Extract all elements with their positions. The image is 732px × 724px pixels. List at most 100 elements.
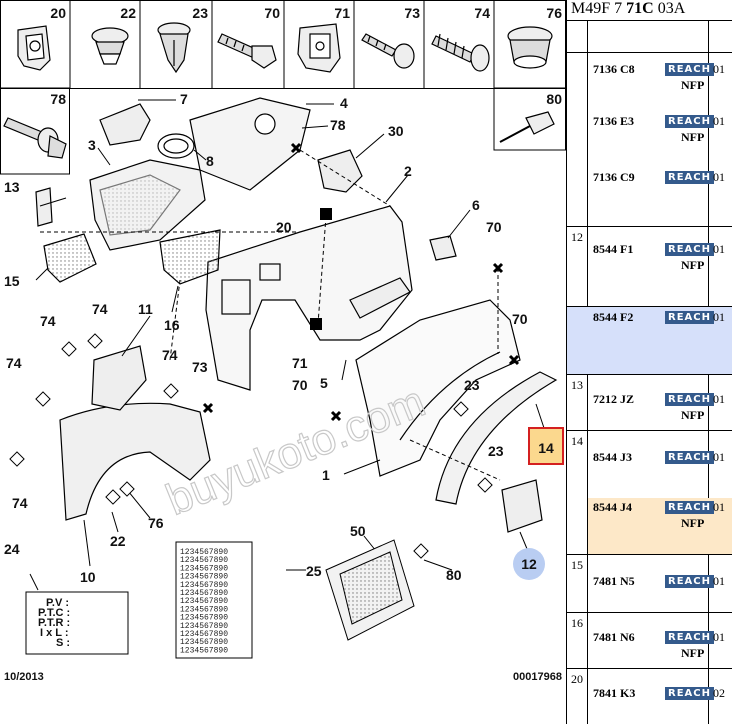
- callout-5: 5: [320, 375, 328, 391]
- part-reference[interactable]: 7212 JZ: [593, 392, 635, 406]
- callout-74-a: 74: [92, 301, 108, 317]
- part-quantity: 01: [713, 630, 725, 644]
- panel-section-divider: [567, 554, 732, 555]
- nfp-label: NFP: [681, 258, 705, 272]
- reach-badge: REACH: [665, 501, 714, 514]
- callout-12-highlight[interactable]: 12: [513, 548, 545, 580]
- callout-70-right: 70: [512, 311, 528, 327]
- callout-74-e: 74: [12, 495, 28, 511]
- panel-section-number: 13: [571, 378, 583, 392]
- blind-rivet-icon: [499, 111, 555, 143]
- reach-badge: REACH: [665, 171, 714, 184]
- panel-title-prefix: M49F 7: [571, 0, 627, 17]
- callout-13: 13: [4, 179, 20, 195]
- callout-23-bottom: 23: [488, 443, 504, 459]
- part-11-liner-piece: [91, 345, 147, 411]
- part-14-arch-trim: [435, 371, 558, 505]
- callout-7: 7: [180, 91, 188, 107]
- expansion-rivet-icon: [157, 22, 191, 74]
- number-grid-row: 1234567890: [180, 589, 228, 598]
- callout-80: 80: [446, 567, 462, 583]
- callout-15: 15: [4, 273, 20, 289]
- callout-70-top: 70: [486, 219, 502, 235]
- part-reference[interactable]: 7481 N6: [593, 630, 635, 644]
- part-reference[interactable]: 7136 C8: [593, 62, 635, 76]
- part-12-flap: [501, 479, 543, 533]
- callout-14-highlight[interactable]: 14: [528, 427, 564, 465]
- box-80-number: 80: [546, 91, 562, 107]
- fastener-box-grid: [0, 0, 566, 175]
- panel-section-divider: [567, 668, 732, 669]
- part-reference[interactable]: 8544 J4: [593, 500, 632, 514]
- plate-line-s: S :: [56, 637, 70, 649]
- panel-title-suffix: 03A: [653, 0, 686, 17]
- plate-line-ptr: P.T.R :: [38, 617, 70, 629]
- clip-nut-icon: [17, 25, 51, 71]
- part-reference[interactable]: 7481 N5: [593, 574, 635, 588]
- callout-11: 11: [138, 301, 153, 317]
- callout-10: 10: [80, 569, 96, 585]
- callout-labels: 7 4 78 30 3 8 13 2 20 6 70 15 16 11 74 7…: [4, 91, 528, 585]
- part-10-liner: [59, 402, 211, 521]
- box-73-number: 73: [404, 5, 420, 21]
- part-reference[interactable]: 7841 K3: [593, 686, 636, 700]
- number-grid-row: 1234567890: [180, 597, 228, 606]
- callout-3: 3: [88, 137, 96, 153]
- reach-badge: REACH: [665, 393, 714, 406]
- panel-section-number: 15: [571, 558, 583, 572]
- part-quantity: 01: [713, 62, 725, 76]
- part-7-strap: [99, 103, 151, 146]
- box-74-number: 74: [474, 5, 490, 21]
- box-22-number: 22: [120, 5, 136, 21]
- callout-20: 20: [276, 219, 292, 235]
- part-reference[interactable]: 7136 C9: [593, 170, 635, 184]
- part-6-bracket: [429, 235, 457, 261]
- part-30-cup: [317, 149, 363, 193]
- plug-cap-icon: [507, 26, 553, 69]
- part-15-pad: [43, 233, 97, 283]
- part-quantity: 01: [713, 114, 725, 128]
- part-13-tab: [35, 187, 53, 227]
- reach-badge: REACH: [665, 115, 714, 128]
- nfp-label: NFP: [681, 130, 705, 144]
- panel-section-number: 14: [571, 434, 583, 448]
- fastener-square-20: [320, 208, 332, 220]
- part-reference[interactable]: 7136 E3: [593, 114, 635, 128]
- box-76-number: 76: [546, 5, 562, 21]
- number-grid-row: 1234567890: [180, 622, 228, 631]
- panel-section-divider: [567, 374, 732, 375]
- callout-6: 6: [472, 197, 480, 213]
- number-grid-row: 1234567890: [180, 614, 228, 623]
- bolt-icon: [217, 33, 277, 69]
- number-grid-row: 1234567890: [180, 564, 228, 573]
- part-reference[interactable]: 8544 F2: [593, 310, 634, 324]
- panel-section-divider: [567, 430, 732, 431]
- diagram-date: 10/2013: [4, 671, 44, 683]
- spring-clip-icon: [297, 23, 341, 73]
- callout-76: 76: [148, 515, 164, 531]
- box-23-number: 23: [192, 5, 208, 21]
- panel-title-bold: 71C: [626, 0, 654, 17]
- number-grid-row: 1234567890: [180, 638, 228, 647]
- part-reference[interactable]: 8544 F1: [593, 242, 634, 256]
- number-grid-row: 1234567890: [180, 630, 228, 639]
- number-grid-row: 1234567890: [180, 646, 228, 655]
- part-reference[interactable]: 8544 J3: [593, 450, 632, 464]
- reach-badge: REACH: [665, 243, 714, 256]
- number-grid-rows: 1234567890123456789012345678901234567890…: [180, 548, 228, 655]
- callout-50: 50: [350, 523, 366, 539]
- part-quantity: 02: [713, 686, 725, 700]
- panel-section-divider: [567, 52, 732, 53]
- panel-title: M49F 7 71C 03A: [571, 0, 685, 18]
- nfp-label: NFP: [681, 408, 705, 422]
- callout-8: 8: [206, 153, 214, 169]
- part-2-arch-panel: [205, 205, 413, 391]
- plate-line-ixl: I x L :: [40, 627, 69, 639]
- part-1-fender: [355, 299, 521, 477]
- number-grid-plate-25: 1234567890123456789012345678901234567890…: [175, 541, 253, 659]
